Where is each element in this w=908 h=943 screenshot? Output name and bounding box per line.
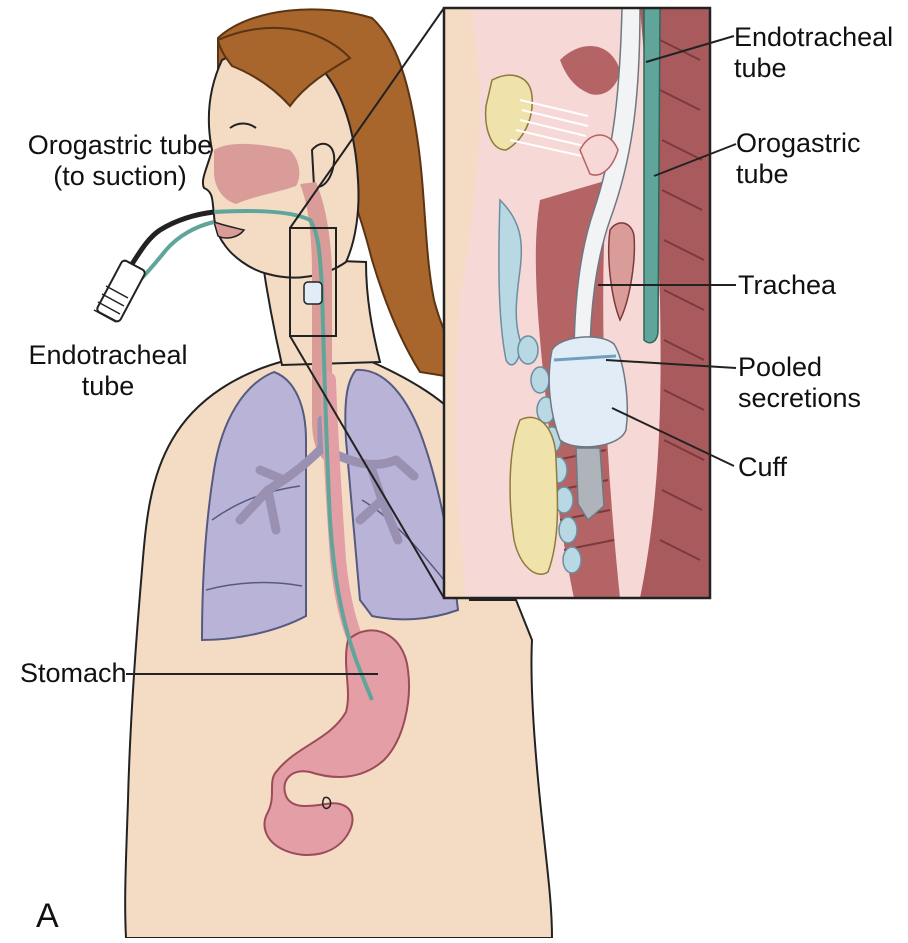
small-cuff xyxy=(304,282,322,304)
label-endotracheal-tube-right: Endotracheal tube xyxy=(734,22,893,84)
inset-panel xyxy=(444,8,710,598)
panel-letter: A xyxy=(36,898,59,934)
label-pooled-line2: secretions xyxy=(738,383,861,414)
label-orogastric-right-line2: tube xyxy=(736,159,861,190)
label-endotracheal-right-line2: tube xyxy=(734,53,893,84)
inset-fat-pad-bottom xyxy=(510,417,557,574)
tube-outside-mouth xyxy=(132,212,214,264)
label-orogastric-left-line2: (to suction) xyxy=(20,161,220,192)
label-pooled-line1: Pooled xyxy=(738,352,861,383)
label-endotracheal-left-line2: tube xyxy=(28,371,188,402)
label-cuff: Cuff xyxy=(738,452,787,483)
label-endotracheal-tube-left: Endotracheal tube xyxy=(28,340,188,402)
label-trachea: Trachea xyxy=(738,270,836,301)
tube-outside-mouth-2 xyxy=(138,222,214,282)
label-stomach: Stomach xyxy=(20,658,127,689)
inset-cuff xyxy=(549,337,627,447)
label-orogastric-left-line1: Orogastric tube xyxy=(20,130,220,161)
label-orogastric-right-line1: Orogastric xyxy=(736,128,861,159)
label-pooled-secretions: Pooled secretions xyxy=(738,352,861,414)
tube-connector xyxy=(96,259,146,322)
label-endotracheal-left-line1: Endotracheal xyxy=(28,340,188,371)
label-orogastric-tube-left: Orogastric tube (to suction) xyxy=(20,130,220,192)
label-orogastric-tube-right: Orogastric tube xyxy=(736,128,861,190)
label-endotracheal-right-line1: Endotracheal xyxy=(734,22,893,53)
